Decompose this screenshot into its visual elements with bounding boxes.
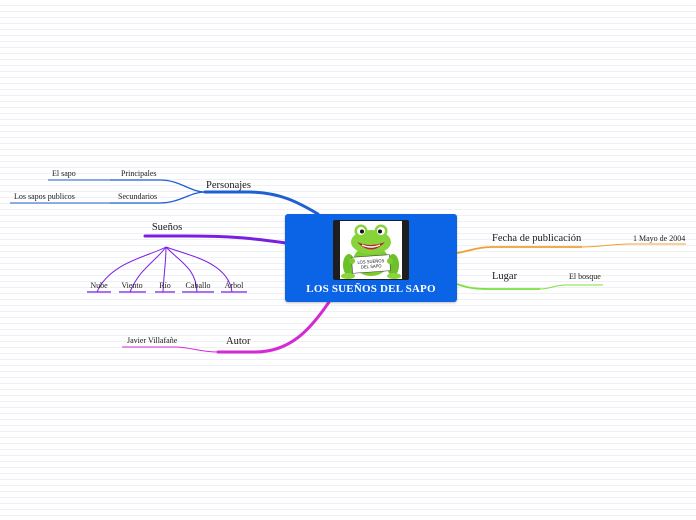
personajes-connector (203, 190, 320, 216)
fecha-child-connector (581, 243, 686, 248)
arbol-connector (165, 246, 233, 293)
principales-label[interactable]: Principales (121, 169, 157, 178)
suenos-connector (143, 234, 288, 245)
fecha-label[interactable]: Fecha de publicación (492, 233, 582, 244)
lugar-child-connector (539, 284, 603, 290)
secundarios-label[interactable]: Secundarios (118, 192, 158, 201)
nube-label[interactable]: Nube (90, 281, 108, 290)
personajes-label[interactable]: Personajes (206, 180, 251, 191)
el-sapo-label[interactable]: El sapo (52, 169, 76, 178)
autor-connector (216, 300, 331, 354)
nube-connector (96, 246, 167, 293)
principales-connector (110, 179, 206, 193)
viento-label[interactable]: Viento (121, 281, 143, 290)
arbol-label[interactable]: Árbol (224, 281, 244, 290)
villafane-connector (122, 346, 219, 353)
frog-icon: LOS SUEÑOSDEL SAPO (341, 224, 401, 279)
frog-sign-text: LOS SUEÑOSDEL SAPO (357, 258, 385, 270)
rio-connector (162, 246, 167, 293)
caballo-label[interactable]: Caballo (185, 281, 211, 290)
suenos-label[interactable]: Sueños (151, 222, 183, 233)
fecha-child-label[interactable]: 1 Mayo de 2004 (633, 234, 686, 243)
viento-connector (129, 246, 167, 293)
fecha-connector (456, 246, 582, 254)
sapos-publicos-label[interactable]: Los sapos publicos (14, 192, 75, 201)
secundarios-connector (110, 191, 206, 204)
rio-label[interactable]: Río (159, 281, 171, 290)
autor-label[interactable]: Autor (226, 336, 251, 347)
central-topic[interactable]: LOS SUEÑOSDEL SAPO LOS SUEÑOS DEL SAPO (285, 214, 457, 302)
lugar-label[interactable]: Lugar (492, 271, 518, 282)
villafane-label[interactable]: Javier Villafañe (127, 336, 178, 345)
frog-image: LOS SUEÑOSDEL SAPO (333, 220, 409, 280)
caballo-connector (165, 246, 198, 293)
lugar-connector (456, 283, 540, 290)
el-bosque-label[interactable]: El bosque (569, 272, 601, 281)
central-title: LOS SUEÑOS DEL SAPO (306, 283, 436, 295)
